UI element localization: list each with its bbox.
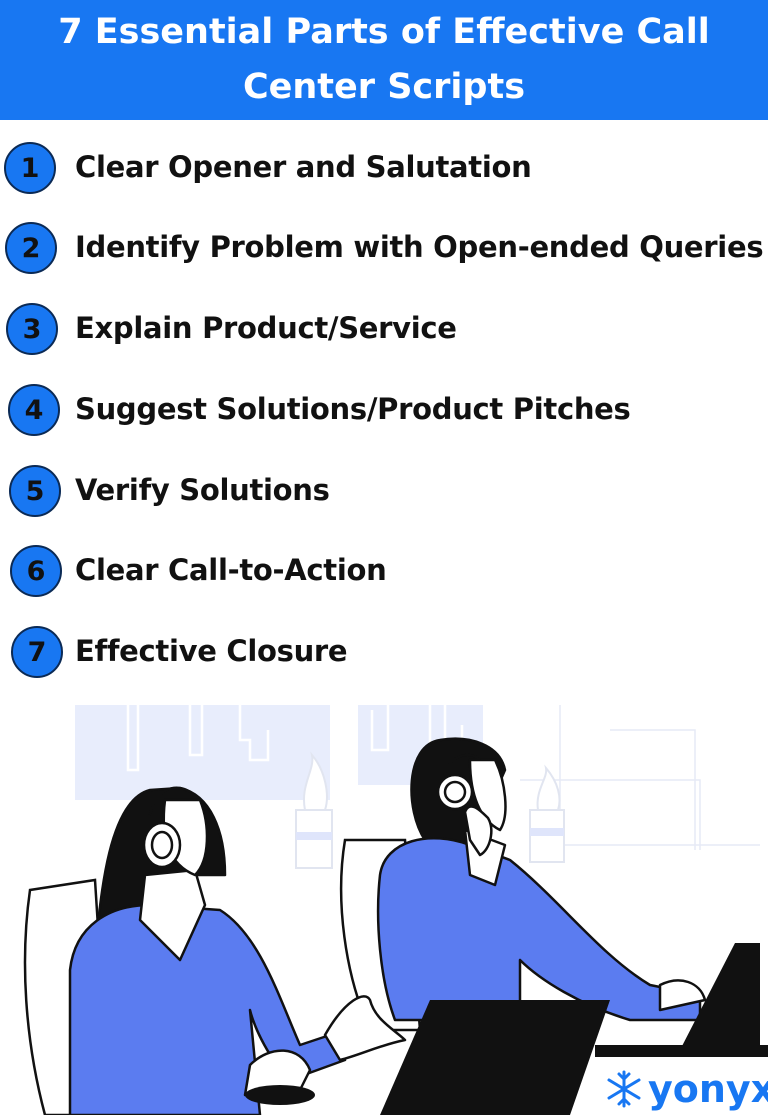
mouse: [245, 1085, 315, 1105]
number-badge: 1: [4, 142, 56, 194]
number-badge: 3: [6, 303, 58, 355]
monitor-right: [680, 943, 760, 1050]
number-badge: 6: [10, 545, 62, 597]
number-badge: 4: [8, 384, 60, 436]
plant-right: [529, 764, 565, 863]
list-item-label: Suggest Solutions/Product Pitches: [75, 392, 631, 426]
list-item-label: Clear Opener and Salutation: [75, 150, 532, 184]
number-badge: 2: [5, 222, 57, 274]
snowflake-icon: [607, 1070, 641, 1108]
list-item-label: Clear Call-to-Action: [75, 553, 387, 587]
number-badge: 7: [11, 626, 63, 678]
header-banner: 7 Essential Parts of Effective Call Cent…: [0, 0, 768, 120]
page-title: 7 Essential Parts of Effective Call Cent…: [58, 12, 710, 107]
list-item-label: Effective Closure: [75, 634, 348, 668]
list-item-label: Explain Product/Service: [75, 311, 457, 345]
brand-name: yonyx: [648, 1067, 768, 1111]
number-badge: 5: [9, 465, 61, 517]
agent-left: [68, 786, 407, 1115]
plant-left: [295, 751, 333, 869]
agent-right: [376, 737, 707, 1022]
call-center-agents-illustration: [23, 705, 768, 1115]
laptop: [380, 1000, 610, 1115]
list-item-label: Verify Solutions: [75, 473, 330, 507]
list-item-label: Identify Problem with Open-ended Queries: [75, 230, 764, 264]
brand-logo: yonyx: [604, 1069, 768, 1109]
